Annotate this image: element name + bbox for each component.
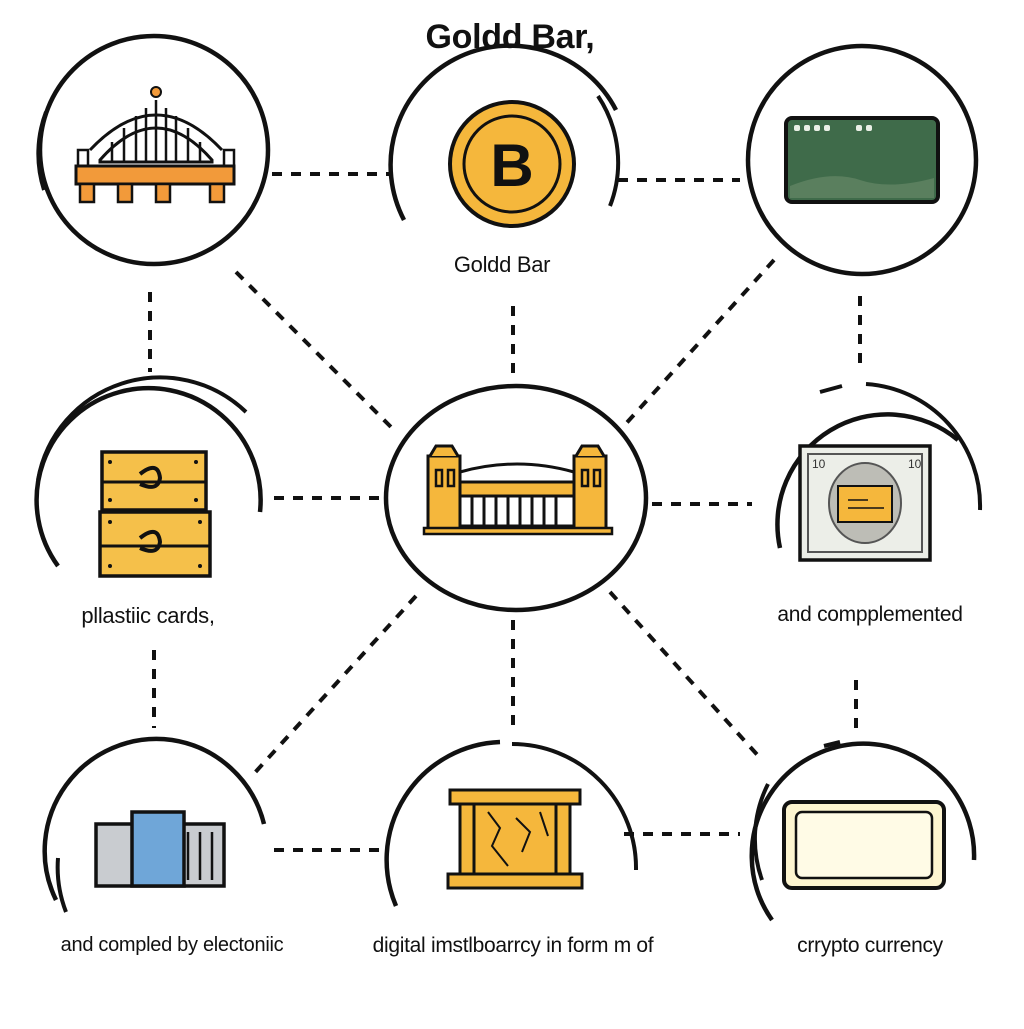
node-accent-arc (36, 111, 48, 191)
svg-text:10: 10 (908, 457, 922, 471)
connector-tl-center (234, 270, 394, 430)
node-mid-right: 10 10 (775, 382, 983, 562)
node-bottom-right (749, 740, 977, 922)
label-bottom-right: crrypto currency (797, 934, 943, 957)
svg-text:10: 10 (812, 457, 826, 471)
node-bottom-left (42, 736, 267, 913)
suspension-bridge-icon (74, 86, 236, 204)
node-bottom-center (384, 739, 639, 907)
node-top-right (745, 43, 979, 277)
label-top-center: Goldd Bar (453, 252, 551, 277)
bitcoin-glyph: B (490, 132, 533, 199)
bitcoin-coin-icon: B (448, 100, 576, 228)
connectors (148, 172, 862, 852)
node-mid-left (34, 375, 263, 578)
label-bottom-center: digital imstlboarrcy in form m of (372, 934, 654, 957)
stacked-gold-bars-icon (98, 450, 212, 578)
connector-center-bl (248, 594, 418, 780)
label-bottom-left: and compled by electoniic (60, 934, 284, 956)
connector-center-br (608, 590, 764, 762)
banknote-green-icon (784, 116, 940, 204)
diagram-title: Goldd Bar, (425, 18, 595, 56)
payment-card-reader-icon (94, 810, 226, 888)
node-top-left (36, 33, 271, 267)
dollar-bill-icon: 10 10 (798, 444, 932, 562)
blank-card-icon (782, 800, 946, 890)
node-top-center: B (388, 43, 621, 228)
label-mid-right: and compplemented (777, 603, 963, 626)
label-mid-left: pllastiic cards, (81, 603, 215, 628)
gold-ingot-temple-icon (446, 788, 584, 890)
node-center (383, 383, 649, 613)
connector-tr-center (620, 258, 776, 430)
gold-gate-bridge-icon (422, 444, 614, 536)
